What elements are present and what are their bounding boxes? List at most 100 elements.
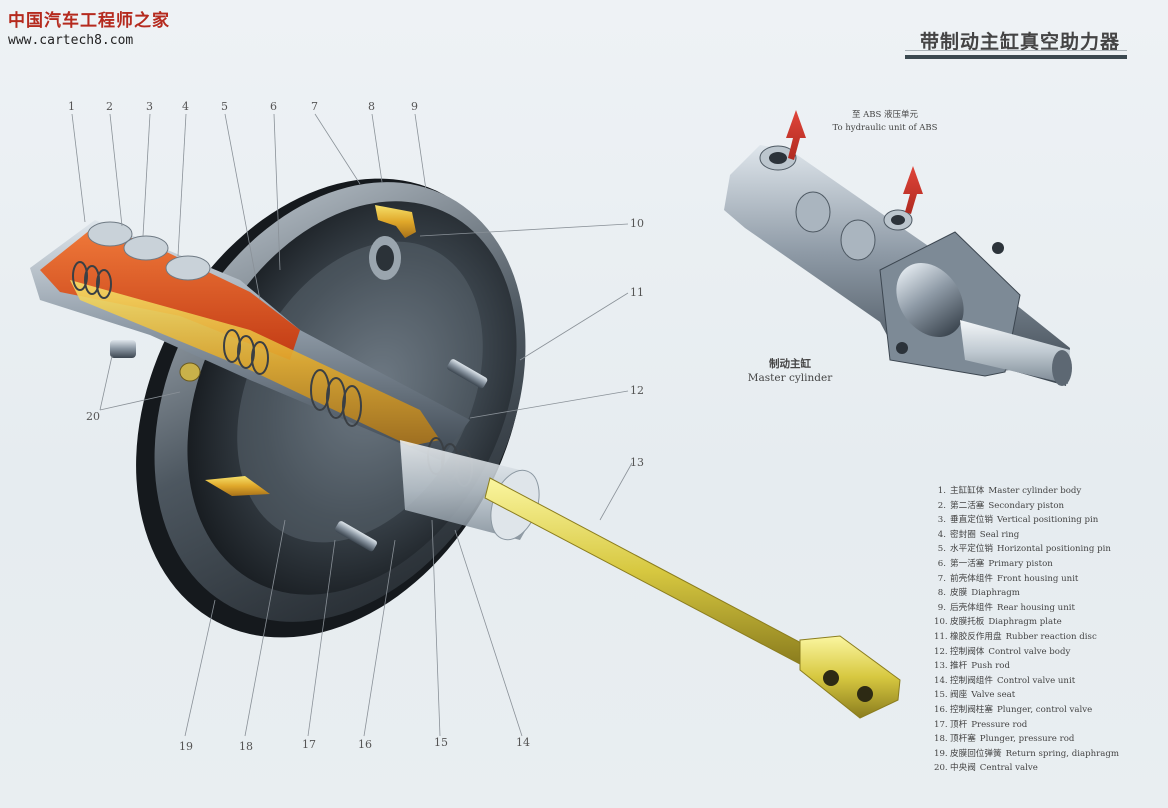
legend-english: Primary piston	[988, 558, 1053, 569]
abs-label-zh: 至 ABS 液压单元	[851, 110, 919, 120]
legend-number: 5.	[937, 544, 946, 555]
legend-number: 17.	[934, 719, 948, 730]
watermark: 中国汽车工程师之家 www.cartech8.com	[8, 6, 170, 48]
legend-number: 14.	[934, 675, 948, 686]
callout-2: 2	[106, 100, 113, 113]
callout-6: 6	[270, 100, 277, 113]
watermark-url: www.cartech8.com	[8, 33, 134, 48]
abs-label: 至 ABS 液压单元 To hydraulic unit of ABS	[805, 109, 965, 135]
legend-chinese: 控制阀组件	[950, 675, 993, 686]
legend-chinese: 前壳体组件	[950, 573, 993, 584]
callout-3: 3	[146, 100, 153, 113]
legend-number: 20.	[934, 763, 948, 774]
leader-lines	[71, 113, 633, 737]
legend-english: Central valve	[979, 763, 1038, 774]
legend-english: Master cylinder body	[988, 486, 1082, 496]
callout-14: 14	[516, 736, 530, 749]
legend-english: Diaphragm	[971, 588, 1020, 599]
legend-english: Diaphragm plate	[988, 617, 1062, 628]
legend-english: Vertical positioning pin	[996, 515, 1099, 526]
legend-chinese: 水平定位销	[950, 544, 993, 555]
legend-english: Pressure rod	[971, 719, 1028, 730]
legend-chinese: 主缸缸体	[950, 486, 985, 496]
legend-chinese: 第二活塞	[950, 500, 985, 511]
legend-number: 7.	[937, 573, 946, 584]
callout-19: 19	[179, 740, 193, 753]
legend-english: Secondary piston	[988, 500, 1065, 511]
legend-english: Seal ring	[979, 529, 1020, 540]
abs-arrow-up-icon	[786, 110, 806, 160]
callout-16: 16	[358, 738, 372, 751]
callout-labels: 1 2 3 4 5 6 7 8 9 10 11 12 13 14 15 16 1…	[68, 100, 644, 753]
callout-15: 15	[434, 736, 448, 749]
legend-number: 16.	[934, 704, 948, 715]
legend-number: 2.	[937, 500, 946, 511]
callout-18: 18	[239, 740, 253, 753]
legend-chinese: 垂直定位销	[950, 515, 993, 526]
legend-chinese: 阀座	[950, 690, 968, 701]
legend-english: Plunger, control valve	[996, 704, 1093, 715]
legend-number: 19.	[934, 748, 948, 759]
callout-1: 1	[68, 100, 75, 113]
legend-chinese: 顶杆	[950, 719, 968, 730]
legend-chinese: 推杆	[950, 661, 968, 672]
legend-number: 6.	[937, 558, 946, 569]
legend-english: Front housing unit	[996, 573, 1079, 584]
title-underline	[905, 55, 1127, 59]
legend-number: 11.	[934, 631, 948, 642]
watermark-chinese: 中国汽车工程师之家	[8, 11, 170, 31]
legend-chinese: 顶杆塞	[950, 734, 976, 745]
legend-chinese: 皮膜	[950, 588, 968, 599]
legend-chinese: 橡胶反作用盘	[950, 631, 1002, 642]
callout-9: 9	[411, 100, 418, 113]
mounting-bolt	[447, 359, 488, 389]
legend-number: 13.	[934, 661, 948, 672]
callout-11: 11	[630, 286, 644, 299]
callout-20: 20	[86, 410, 100, 423]
page-title: 带制动主缸真空助力器	[920, 31, 1121, 53]
legend-english: Rubber reaction disc	[1005, 631, 1097, 642]
legend-english: Push rod	[971, 661, 1010, 672]
abs-label-en: To hydraulic unit of ABS	[832, 123, 938, 133]
callout-10: 10	[630, 217, 644, 230]
legend-chinese: 中央阀	[950, 763, 976, 774]
legend-english: Control valve body	[988, 646, 1071, 657]
legend-number: 10.	[934, 617, 948, 628]
legend-number: 15.	[934, 690, 948, 701]
legend-number: 4.	[937, 529, 946, 540]
callout-17: 17	[302, 738, 316, 751]
legend-chinese: 控制阀体	[950, 646, 985, 657]
legend-english: Valve seat	[971, 690, 1016, 701]
callout-7: 7	[311, 100, 318, 113]
legend-english: Control valve unit	[996, 675, 1076, 686]
master-cylinder-caption-en: Master cylinder	[747, 372, 833, 384]
callout-8: 8	[368, 100, 375, 113]
master-cylinder-caption: 制动主缸 Master cylinder	[740, 357, 840, 385]
legend-chinese: 第一活塞	[950, 558, 985, 569]
legend-english: Horizontal positioning pin	[996, 544, 1111, 555]
legend-chinese: 密封圈	[950, 529, 976, 540]
legend-english: Return spring, diaphragm	[1005, 748, 1120, 759]
legend-number: 8.	[937, 588, 946, 599]
abs-arrow-up-icon	[903, 166, 923, 214]
master-cylinder-cutaway	[30, 220, 473, 487]
callout-13: 13	[630, 456, 644, 469]
title-underline-thin	[905, 50, 1127, 51]
